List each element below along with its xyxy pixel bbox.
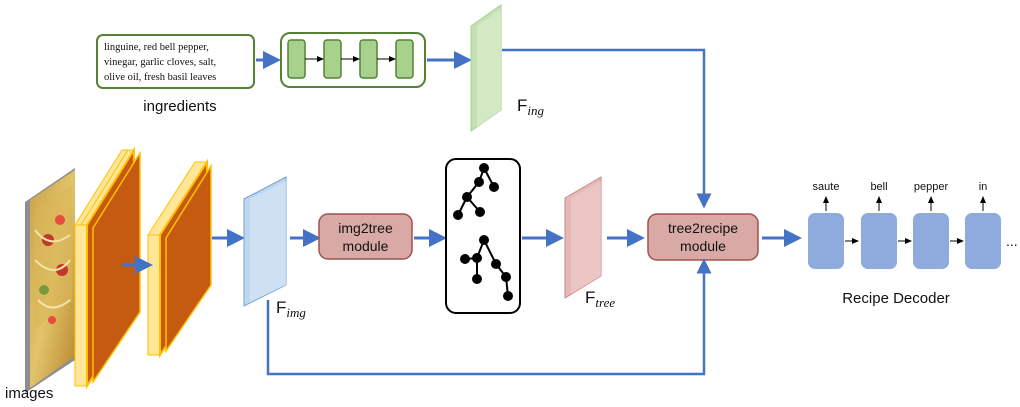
ingredients-line-3: olive oil, fresh basil leaves <box>104 72 216 83</box>
ingredients-label: ingredients <box>143 98 216 115</box>
ingredient-encoder <box>280 32 426 88</box>
img2tree-line-1: img2tree <box>338 220 393 236</box>
decoder-word-4: in <box>979 181 988 193</box>
images-stack <box>25 168 75 393</box>
decoder-word-3: pepper <box>914 181 949 193</box>
tree2recipe-line-2: module <box>680 238 726 254</box>
decoder-word-2: bell <box>870 181 887 193</box>
f-ing-label: Fing <box>517 96 545 118</box>
connector-fimg-tree2recipe <box>266 258 712 376</box>
images-label: images <box>5 385 53 402</box>
img2tree-line-2: module <box>343 238 389 254</box>
tree2recipe-line-1: tree2recipe <box>668 220 738 236</box>
f-tree-slab <box>564 176 602 299</box>
connector-fing-tree2recipe <box>502 48 712 209</box>
ingredients-line-1: linguine, red bell pepper, <box>104 42 209 53</box>
f-tree-label: Ftree <box>585 288 615 310</box>
trees-box <box>445 158 521 314</box>
f-img-slab <box>243 176 287 307</box>
ingredients-box: linguine, red bell pepper, vinegar, garl… <box>96 34 255 89</box>
ingredients-line-2: vinegar, garlic cloves, salt, <box>104 57 216 68</box>
tree2recipe-module: tree2recipe module <box>647 213 759 261</box>
img2tree-module: img2tree module <box>318 213 413 260</box>
decoder-label: Recipe Decoder <box>842 290 950 307</box>
decoder-ellipsis: ... <box>1006 233 1018 249</box>
decoder-word-1: saute <box>813 181 840 193</box>
f-ing-slab <box>470 4 502 132</box>
conv-block-1 <box>74 146 141 390</box>
f-img-label: Fimg <box>276 298 306 320</box>
conv-block-2 <box>147 158 212 359</box>
recipe-decoder <box>808 196 1001 269</box>
